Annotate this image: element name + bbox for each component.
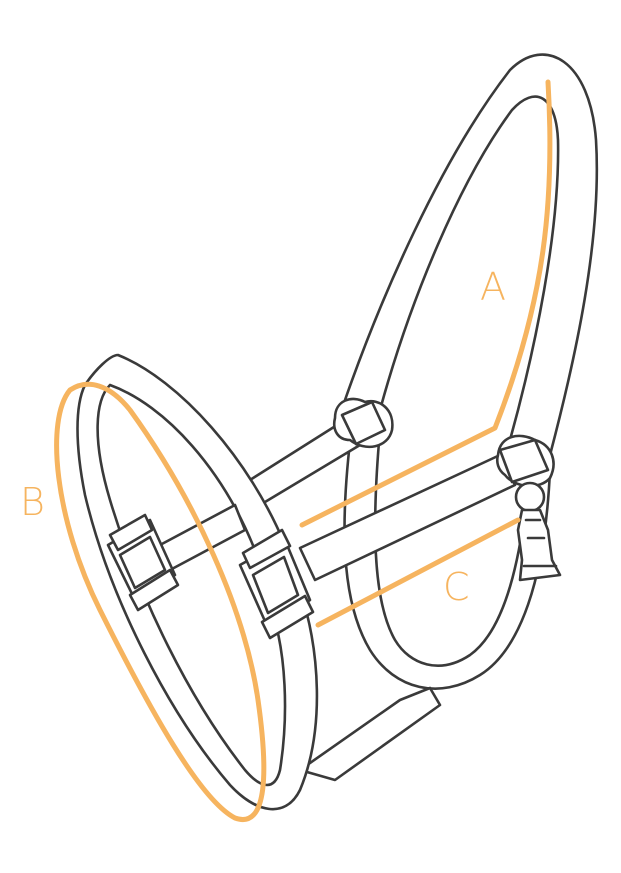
measure-a-line <box>299 79 553 528</box>
chin-strap <box>298 686 442 782</box>
left-buckle <box>106 513 180 612</box>
noseband-cross-strap <box>158 503 247 572</box>
crown-strap <box>343 53 599 457</box>
cheek-strap-front <box>298 453 517 582</box>
label-c: C <box>443 565 470 609</box>
label-a: A <box>480 265 506 309</box>
snap-clip <box>514 481 562 582</box>
lower-ring <box>495 434 555 488</box>
right-buckle <box>238 528 315 640</box>
label-b: B <box>20 480 45 524</box>
upper-ring <box>332 397 394 449</box>
measure-c-line <box>315 517 521 628</box>
measure-b-line <box>54 381 267 822</box>
